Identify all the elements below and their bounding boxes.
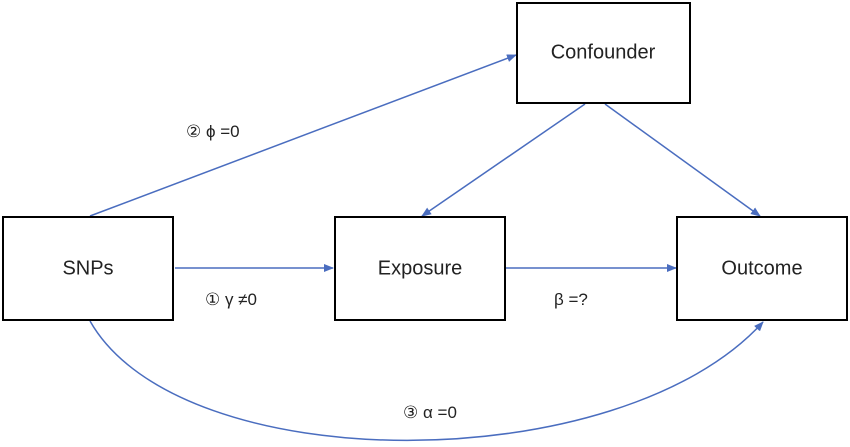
label-snps-to-outcome: ③ α =0 [403, 403, 457, 422]
label-exposure-to-outcome: β =? [554, 290, 588, 309]
label-snps-to-confounder: ② ϕ =0 [186, 122, 240, 141]
edge-snps-to-outcome [89, 320, 764, 441]
node-confounder: Confounder [516, 2, 691, 104]
label-snps-to-exposure: ① γ ≠0 [205, 290, 257, 309]
node-exposure-label: Exposure [378, 257, 463, 279]
node-snps-label: SNPs [62, 257, 113, 279]
node-snps: SNPs [2, 216, 174, 321]
edge-confounder-to-exposure [421, 103, 586, 217]
edge-confounder-to-outcome [604, 103, 761, 217]
node-outcome-label: Outcome [721, 257, 802, 279]
edge-snps-to-confounder [89, 54, 517, 217]
node-confounder-label: Confounder [551, 41, 656, 63]
node-outcome: Outcome [676, 216, 848, 321]
node-exposure: Exposure [334, 216, 506, 321]
